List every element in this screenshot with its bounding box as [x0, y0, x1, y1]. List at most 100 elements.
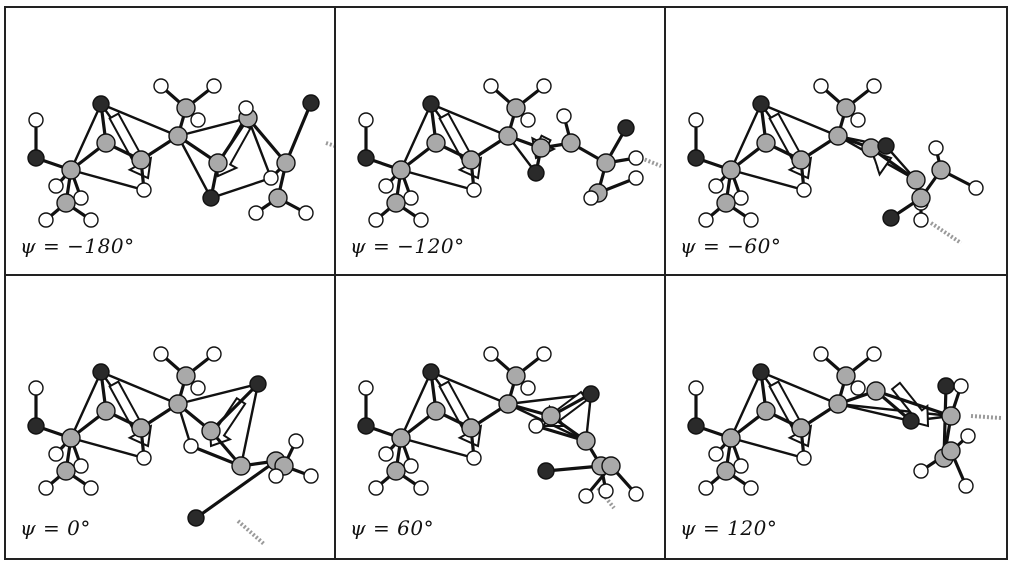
carbon-atom: [576, 431, 596, 451]
gray-dipole-arrow: [970, 414, 1002, 420]
hydrogen-atom: [38, 480, 54, 496]
oxygen-atom: [687, 149, 705, 167]
bond: [194, 459, 278, 520]
molecule-diagram: [357, 346, 644, 510]
hydrogen-atom: [743, 212, 759, 228]
oxygen-atom: [937, 377, 955, 395]
hydrogen-atom: [536, 78, 552, 94]
carbon-atom: [201, 421, 221, 441]
carbon-atom: [176, 366, 196, 386]
carbon-atom: [61, 428, 81, 448]
hydrogen-atom: [368, 480, 384, 496]
psi-label: ψ = −60°: [680, 234, 782, 258]
carbon-atom: [721, 160, 741, 180]
hydrogen-atom: [28, 380, 44, 396]
hydrogen-atom: [358, 380, 374, 396]
oxygen-atom: [752, 363, 770, 381]
figure-grid: ψ = −180° ψ = −120° ψ = −60° ψ = 0° ψ = …: [4, 6, 1008, 560]
carbon-atom: [828, 126, 848, 146]
hydrogen-atom: [28, 112, 44, 128]
carbon-atom: [541, 406, 561, 426]
carbon-atom: [168, 126, 188, 146]
hydrogen-atom: [206, 346, 222, 362]
carbon-atom: [596, 153, 616, 173]
carbon-atom: [131, 150, 151, 170]
hydrogen-atom: [153, 78, 169, 94]
oxygen-atom: [882, 209, 900, 227]
carbon-atom: [791, 150, 811, 170]
hydrogen-atom: [263, 170, 279, 186]
panel-psi-minus-120: ψ = −120°: [334, 6, 666, 276]
hydrogen-atom: [403, 458, 419, 474]
hydrogen-atom: [38, 212, 54, 228]
carbon-atom: [498, 394, 518, 414]
hydrogen-atom: [73, 458, 89, 474]
carbon-atom: [506, 98, 526, 118]
panel-psi-120: ψ = 120°: [664, 274, 1008, 560]
oxygen-atom: [902, 412, 920, 430]
carbon-atom: [176, 98, 196, 118]
hydrogen-atom: [708, 446, 724, 462]
carbon-atom: [386, 193, 406, 213]
carbon-atom: [461, 418, 481, 438]
hydrogen-atom: [796, 182, 812, 198]
gray-dipole-arrow: [929, 221, 963, 245]
oxygen-atom: [617, 119, 635, 137]
carbon-atom: [276, 153, 296, 173]
hydrogen-atom: [248, 205, 264, 221]
hydrogen-atom: [183, 438, 199, 454]
hydrogen-atom: [968, 180, 984, 196]
psi-label: ψ = 0°: [20, 516, 91, 540]
oxygen-atom: [877, 137, 895, 155]
hydrogen-atom: [850, 112, 866, 128]
carbon-atom: [941, 406, 961, 426]
molecule-diagram: [27, 78, 334, 228]
bond: [209, 382, 260, 433]
carbon-atom: [716, 193, 736, 213]
carbon-atom: [208, 153, 228, 173]
hydrogen-atom: [190, 380, 206, 396]
hydrogen-atom: [688, 112, 704, 128]
carbon-atom: [716, 461, 736, 481]
carbon-atom: [866, 381, 886, 401]
carbon-atom: [426, 133, 446, 153]
hydrogen-atom: [953, 378, 969, 394]
oxygen-atom: [202, 189, 220, 207]
hydrogen-atom: [378, 446, 394, 462]
molecule-diagram: [687, 78, 984, 245]
oxygen-atom: [92, 363, 110, 381]
molecule-diagram: [27, 346, 319, 546]
hydrogen-atom: [83, 212, 99, 228]
bond: [246, 116, 288, 165]
psi-label: ψ = −120°: [350, 234, 465, 258]
hydrogen-atom: [960, 428, 976, 444]
oxygen-atom: [752, 95, 770, 113]
hydrogen-atom: [483, 346, 499, 362]
oxygen-atom: [357, 417, 375, 435]
carbon-atom: [601, 456, 621, 476]
hydrogen-atom: [190, 112, 206, 128]
hydrogen-atom: [850, 380, 866, 396]
oxygen-atom: [249, 375, 267, 393]
carbon-atom: [168, 394, 188, 414]
carbon-atom: [756, 401, 776, 421]
hydrogen-atom: [403, 190, 419, 206]
carbon-atom: [96, 133, 116, 153]
oxygen-atom: [582, 385, 600, 403]
carbon-atom: [391, 428, 411, 448]
hydrogen-atom: [598, 483, 614, 499]
carbon-atom: [531, 138, 551, 158]
hydrogen-atom: [688, 380, 704, 396]
carbon-atom: [561, 133, 581, 153]
carbon-atom: [268, 188, 288, 208]
gray-dipole-arrow: [640, 156, 662, 168]
carbon-atom: [386, 461, 406, 481]
hydrogen-atom: [708, 178, 724, 194]
carbon-atom: [931, 160, 951, 180]
carbon-atom: [56, 193, 76, 213]
h-bond-frame: [837, 402, 952, 423]
carbon-atom: [56, 461, 76, 481]
hydrogen-atom: [48, 178, 64, 194]
panel-psi-0: ψ = 0°: [4, 274, 336, 560]
carbon-atom: [836, 98, 856, 118]
